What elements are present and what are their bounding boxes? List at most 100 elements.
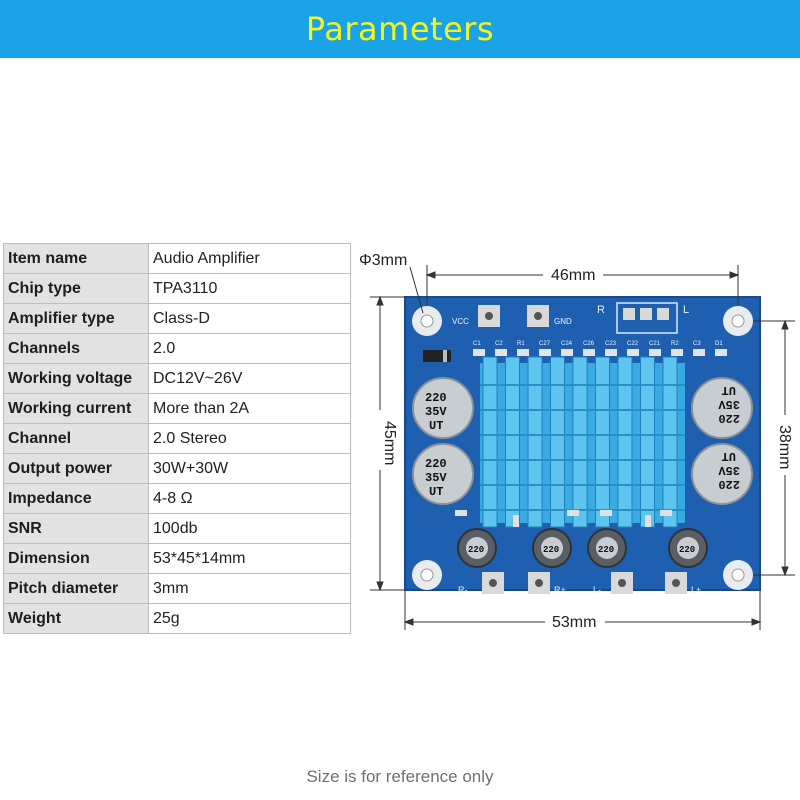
top-dimension-label: 46mm (551, 267, 595, 284)
smd-component-label: C24 (561, 341, 573, 347)
smd-component (715, 349, 727, 356)
parameter-value: Class-D (148, 303, 351, 334)
svg-text:35V: 35V (425, 471, 447, 485)
heatsink-fin (572, 356, 588, 528)
smd-component-label: C3 (693, 341, 701, 347)
svg-text:UT: UT (722, 383, 736, 397)
smd-component-label: C2 (495, 341, 503, 347)
inductor-4: 220 (668, 528, 708, 568)
smd-component-label: C21 (649, 341, 661, 347)
hole-diameter-label: Φ3mm (359, 252, 407, 269)
svg-text:220: 220 (718, 411, 740, 425)
svg-text:UT: UT (722, 449, 736, 463)
heatsink (480, 356, 685, 528)
left-dimension-label: 45mm (381, 421, 398, 465)
smd-component (495, 349, 507, 356)
l-input-label: L (683, 304, 689, 316)
heatsink-fin (505, 356, 520, 528)
svg-text:220: 220 (679, 545, 695, 555)
svg-text:220: 220 (468, 545, 484, 555)
smd-component (671, 349, 683, 356)
heatsink-fin (617, 356, 633, 528)
input-connector (616, 302, 678, 334)
mount-hole-bottom-left (412, 560, 442, 590)
heatsink-fin (640, 356, 655, 528)
vcc-label: VCC (452, 317, 469, 326)
parameter-value: Audio Amplifier (148, 243, 351, 274)
svg-text:35V: 35V (718, 463, 740, 477)
electrolytic-capacitor-mid-right: 220 35V UT (691, 443, 753, 505)
parameter-value: More than 2A (148, 393, 351, 424)
electrolytic-capacitor-mid-left: 220 35V UT (412, 443, 474, 505)
heatsink-fin (595, 356, 610, 528)
smd-component (627, 349, 639, 356)
parameter-label: Dimension (3, 543, 149, 574)
svg-text:220: 220 (598, 545, 614, 555)
smd-component-label: C23 (605, 341, 617, 347)
svg-text:220: 220 (425, 457, 447, 471)
heatsink-fin (527, 356, 543, 528)
svg-text:35V: 35V (425, 405, 447, 419)
inductor-3: 220 (587, 528, 627, 568)
r-plus-label: R+ (554, 585, 566, 595)
page-title: Parameters (305, 10, 495, 48)
parameter-label: Chip type (3, 273, 149, 304)
smd-component (517, 349, 529, 356)
mount-hole-bottom-right (723, 560, 753, 590)
parameter-value: 53*45*14mm (148, 543, 351, 574)
parameter-label: Item name (3, 243, 149, 274)
svg-text:220: 220 (543, 545, 559, 555)
parameter-value: 2.0 Stereo (148, 423, 351, 454)
parameter-value: 100db (148, 513, 351, 544)
inductor-2: 220 (532, 528, 572, 568)
parameter-label: Weight (3, 603, 149, 634)
smd-component (539, 349, 551, 356)
parameter-label: Working voltage (3, 363, 149, 394)
parameter-label: Channel (3, 423, 149, 454)
parameter-value: 2.0 (148, 333, 351, 364)
parameter-value: 3mm (148, 573, 351, 604)
bottom-dimension-label: 53mm (552, 614, 596, 631)
inductor-1: 220 (457, 528, 497, 568)
footer-note: Size is for reference only (306, 767, 494, 786)
smd-component-label: R1 (517, 341, 525, 347)
parameter-label: Impedance (3, 483, 149, 514)
smd-component-label: D1 (715, 341, 723, 347)
parameter-label: Amplifier type (3, 303, 149, 334)
smd-component-label: C26 (583, 341, 595, 347)
electrolytic-capacitor-top-right: 220 35V UT (691, 377, 753, 439)
parameter-label: SNR (3, 513, 149, 544)
smd-component (649, 349, 661, 356)
heatsink-fin (482, 356, 498, 528)
smd-component-label: R2 (671, 341, 679, 347)
parameter-label: Output power (3, 453, 149, 484)
header-banner: Parameters (0, 0, 800, 58)
parameter-value: 30W+30W (148, 453, 351, 484)
right-dimension-label: 38mm (776, 425, 793, 469)
smd-component-label: C1 (473, 341, 481, 347)
parameter-value: 4-8 Ω (148, 483, 351, 514)
smd-component (605, 349, 617, 356)
smd-component (561, 349, 573, 356)
parameter-label: Working current (3, 393, 149, 424)
svg-text:UT: UT (429, 485, 443, 499)
r-minus-label: R- (458, 585, 468, 595)
heatsink-fin (550, 356, 565, 528)
svg-text:35V: 35V (718, 397, 740, 411)
smd-component (693, 349, 705, 356)
gnd-label: GND (554, 317, 572, 326)
mount-hole-top-right (723, 306, 753, 336)
mount-hole-top-left (412, 306, 442, 336)
